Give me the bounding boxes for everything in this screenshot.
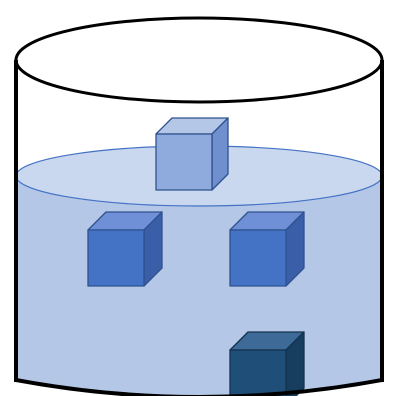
cube-front-face (87, 229, 145, 287)
beaker-top-rim (14, 16, 384, 104)
cube-sunk (229, 331, 305, 396)
cube-front-face (229, 229, 287, 287)
cube-suspended-right (229, 211, 305, 287)
cube-front-face (229, 349, 287, 396)
cube-suspended-left (87, 211, 163, 287)
cube-floating (155, 117, 229, 191)
water-body (16, 176, 382, 396)
beaker-bottom-rim (15, 378, 383, 396)
cube-front-face (155, 133, 213, 191)
